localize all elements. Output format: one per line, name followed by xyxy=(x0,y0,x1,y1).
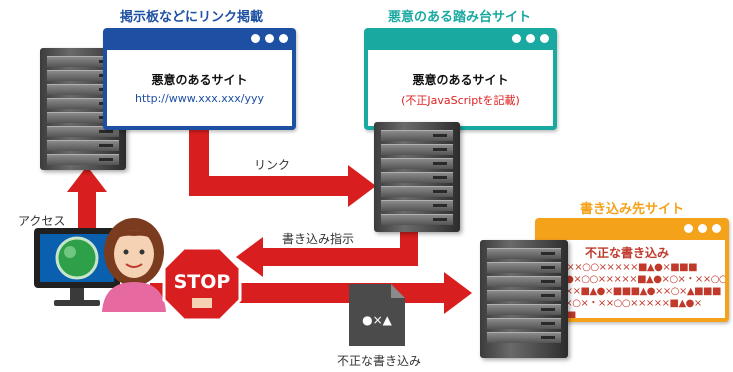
stepping-window-heading: 悪意のあるサイト xyxy=(412,73,509,87)
stepping-server xyxy=(374,122,460,232)
bad-content-row: ▲■●×○○×××××■▲●×○×・××○○× xyxy=(549,274,725,285)
user-avatar xyxy=(102,218,166,312)
access-arrowhead xyxy=(67,166,107,192)
window-dot xyxy=(698,224,707,233)
bad-write-label: 不正な書き込み xyxy=(337,354,422,368)
window-dot xyxy=(540,34,549,43)
document-icon: ●×▲ xyxy=(349,284,405,346)
link-arrow-horizontal xyxy=(189,176,349,196)
bad-write-arrowhead xyxy=(444,272,472,314)
stop-label: STOP xyxy=(174,271,231,293)
stepping-window-note: (不正JavaScriptを記載) xyxy=(401,94,520,107)
target-site-title: 書き込み先サイト xyxy=(580,202,685,217)
stop-icon: STOP xyxy=(162,246,242,322)
target-window-heading: 不正な書き込み xyxy=(585,246,670,260)
window-dot xyxy=(512,34,521,43)
malicious-url-link[interactable]: http://www.xxx.xxx/yyy xyxy=(135,92,264,105)
bbs-window: 悪意のあるサイト http://www.xxx.xxx/yyy xyxy=(103,28,296,130)
window-dot xyxy=(684,224,693,233)
document-symbols: ●×▲ xyxy=(362,313,393,327)
window-dot xyxy=(251,34,260,43)
link-arrow-vertical xyxy=(189,128,209,186)
bad-content-row: ××××■▲●×■■■▲●××○×▲■■■ xyxy=(549,286,721,297)
monitor-icon xyxy=(34,228,120,306)
instruction-arrow-horizontal xyxy=(262,248,418,266)
target-server xyxy=(480,240,568,358)
window-dot xyxy=(526,34,535,43)
link-arrowhead xyxy=(348,165,376,207)
access-label: アクセス xyxy=(18,214,66,228)
stepping-site-title: 悪意のある踏み台サイト xyxy=(388,10,532,25)
link-label: リンク xyxy=(254,158,291,172)
write-instruction-label: 書き込み指示 xyxy=(282,232,355,246)
window-dot xyxy=(712,224,721,233)
window-dot xyxy=(265,34,274,43)
bad-content-row: ■■■ xyxy=(549,310,725,318)
bbs-title: 掲示板などにリンク掲載 xyxy=(120,10,264,25)
stepping-site-window: 悪意のあるサイト (不正JavaScriptを記載) xyxy=(364,28,557,130)
bad-content-row: ▲●×○×・××○○×××××■▲●× xyxy=(549,298,702,309)
window-dot xyxy=(279,34,288,43)
bbs-window-heading: 悪意のあるサイト xyxy=(151,73,248,87)
bad-content-row: ×・××○○×××××■▲●×■■■ xyxy=(549,262,698,273)
access-arrow-shaft xyxy=(78,190,96,238)
